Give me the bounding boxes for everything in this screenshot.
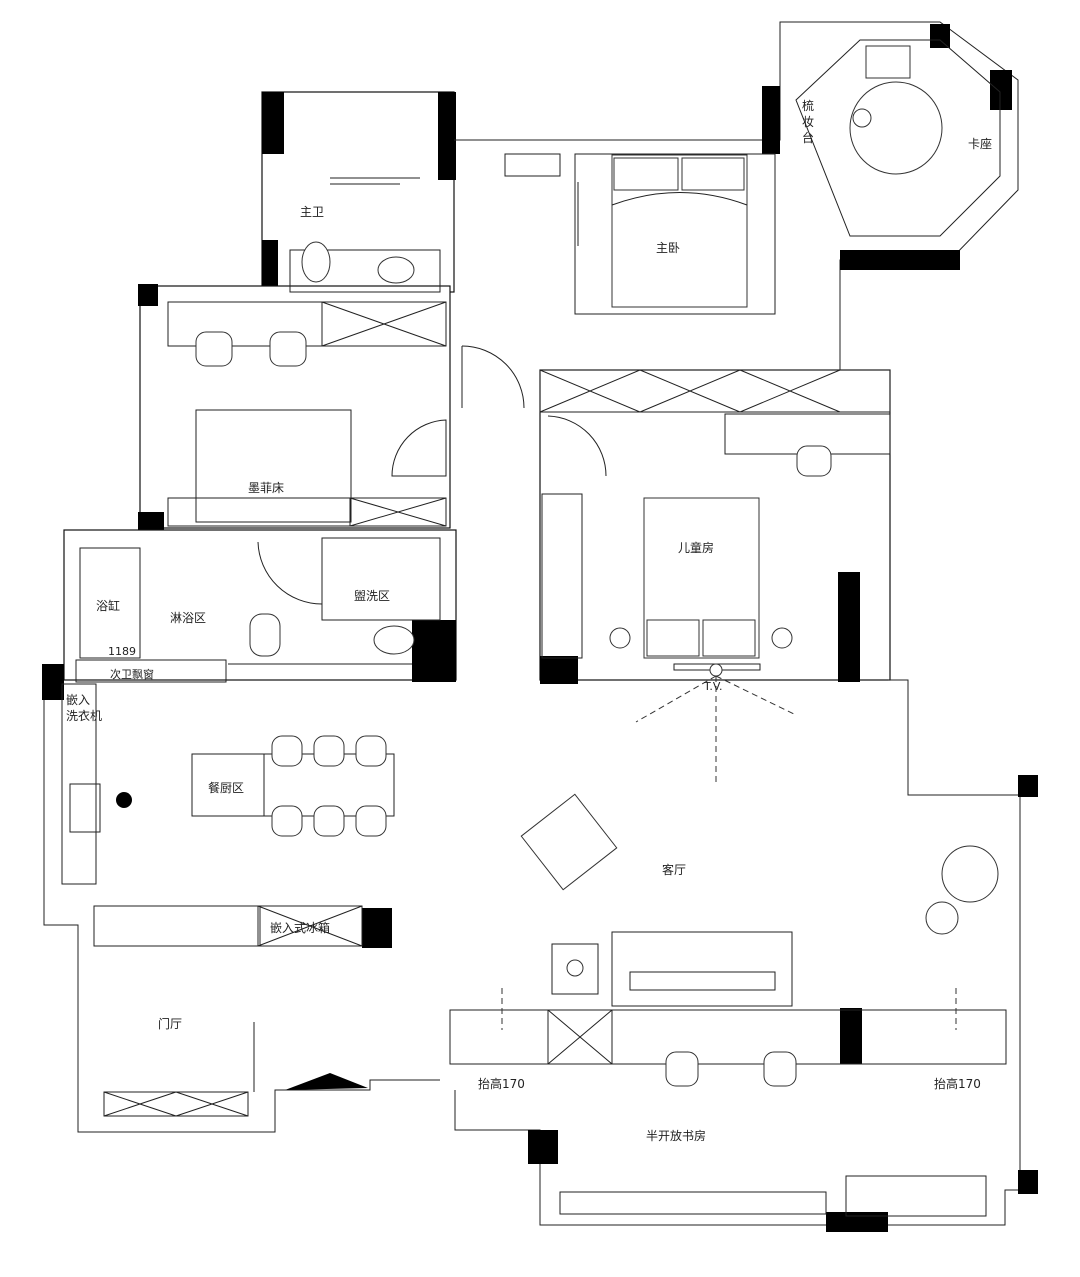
label-embedded-fridge: 嵌入式冰箱: [270, 920, 330, 935]
kitchen-dining: [61, 683, 395, 947]
bay-area: [795, 39, 1001, 237]
label-raised-left: 抬高170: [478, 1076, 525, 1091]
label-shower-area: 淋浴区: [170, 611, 206, 625]
label-murphy-bed: 墨菲床: [248, 481, 284, 495]
label-tub-length: 1189: [108, 645, 136, 658]
label-study: 半开放书房: [646, 1128, 706, 1143]
master-bedroom: [504, 153, 776, 315]
label-washing-area: 盥洗区: [354, 589, 390, 603]
master-bath: [289, 177, 441, 293]
outer-walls: [42, 21, 1038, 1232]
label-dining-kitchen: 餐厨区: [208, 780, 244, 795]
label-embedded-washer-1: 嵌入: [66, 693, 90, 707]
label-booth: 卡座: [968, 136, 992, 151]
label-dresser-1: 梳: [802, 98, 814, 113]
label-dresser-2: 妆: [802, 115, 814, 129]
living-room: [520, 793, 999, 1007]
label-raised-right: 抬高170: [934, 1076, 981, 1091]
study: [449, 988, 1007, 1217]
second-bath: [75, 537, 441, 683]
label-second-bath-window: 次卫飘窗: [110, 667, 154, 681]
label-master-bath: 主卫: [300, 205, 324, 219]
murphy-room: [167, 301, 525, 527]
label-entrance: 门厅: [158, 1016, 182, 1031]
tv-area: [635, 663, 795, 782]
label-living-room: 客厅: [662, 862, 686, 877]
children-room: [539, 369, 891, 659]
label-bathtub: 浴缸: [96, 598, 120, 613]
label-children-room: 儿童房: [678, 540, 714, 555]
label-dresser-3: 台: [802, 130, 814, 145]
entrance: [103, 1022, 255, 1117]
label-master-bedroom: 主卧: [656, 241, 680, 255]
label-embedded-washer-2: 洗衣机: [66, 708, 102, 723]
label-tv: T.V.: [703, 680, 723, 693]
